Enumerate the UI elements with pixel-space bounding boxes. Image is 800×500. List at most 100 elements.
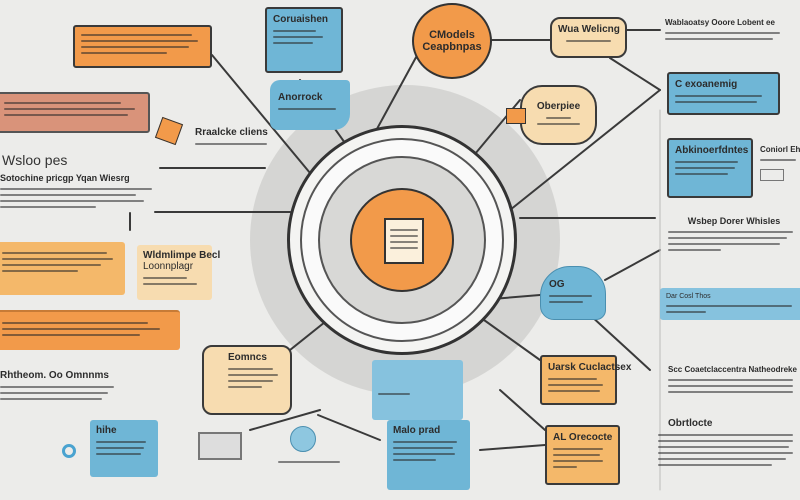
blue-cloud[interactable]: OG [540,266,606,320]
text-line [548,378,597,380]
band-title: Dar Cosl Thos [666,293,711,300]
circle-line2: Ceapbnpas [422,41,482,53]
text-line [228,380,273,382]
hexagon-node[interactable]: Oberpiee [520,85,597,145]
note-title: hihe [96,425,117,436]
text-line [549,295,593,297]
text-line [0,206,96,208]
circle-line1: CModels [429,29,475,41]
blue-band-right[interactable]: Dar Cosl Thos [660,288,800,320]
text-line [658,434,793,436]
text-line [668,243,781,245]
text-line [553,466,577,468]
document-icon [384,218,424,264]
text-line [665,32,780,34]
note-title: Abkinoerfdntes [675,145,749,156]
text-line [0,188,152,190]
text-line [0,194,136,196]
connector [604,249,661,281]
text-line [658,452,793,454]
beige-speech-bubble[interactable]: Eomncs [202,345,292,415]
blue-speech-bubble[interactable]: Anorrock [270,80,350,130]
label-text: Rraalcke cliens [195,127,268,138]
text-line [675,101,758,103]
text-line [278,461,340,463]
note-title: C exoanemig [675,79,738,90]
text-line [2,328,161,330]
text-line [760,159,796,161]
text-line [390,235,418,237]
text-line [668,391,794,393]
ring-icon [62,444,76,458]
note-subtitle: Loonnplagr [143,261,194,272]
text-line [2,264,102,266]
orange-note-right-1[interactable]: Uarsk Cuclactsex [540,355,631,405]
note-title: AL Orecocte [553,432,613,443]
text-line [390,247,418,249]
connector [479,444,546,451]
blue-note-bottom-left[interactable]: hihe [90,420,158,477]
salmon-note-left[interactable] [0,92,150,133]
text-line [81,46,190,48]
text-line [228,368,273,370]
text-line [81,40,198,42]
orange-note-left[interactable] [0,242,125,295]
text-line [658,458,786,460]
text-line [675,161,738,163]
text-line [143,283,197,285]
text-block-top-right: Wablaoatsy Ooore Lobent ee [665,18,800,40]
text-block-left: Sotochine pricgp Yqan Wiesrg [0,173,160,208]
blue-note-bottom-center[interactable]: Malo prad [387,420,470,490]
orange-bar-left[interactable] [0,310,180,350]
text-line [4,102,122,104]
orange-note-top-left[interactable] [73,25,212,68]
text-line [273,30,317,32]
text-line [143,277,188,279]
text-line [228,386,262,388]
text-line [553,460,604,462]
text-line [537,123,580,125]
text-line [668,385,794,387]
beige-note-top-right[interactable]: Wua Welicng [550,17,627,58]
text-line [553,454,601,456]
text-line [278,108,336,110]
connector [317,414,381,441]
text-line [546,117,571,119]
text-line [228,374,279,376]
text-line [273,36,323,38]
label-text: Coniorl Ehc [760,145,800,154]
text-line [393,441,457,443]
orange-note-right-2[interactable]: AL Orecocte [545,425,620,485]
blue-note-bottom-center-back[interactable] [372,360,463,420]
blue-note-top[interactable]: Coruaishen [265,7,343,73]
text-line [2,334,140,336]
text-line [675,173,728,175]
text-line [0,398,102,400]
connector [211,54,321,186]
blue-note-right-1[interactable]: C exoanemig [667,72,780,115]
label-kaclc: Rraalcke cliens [195,127,268,145]
text-line [378,393,410,395]
models-circle[interactable]: CModels Ceapbnpas [412,3,492,79]
connector [609,57,661,91]
text-line [666,305,793,307]
text-line [665,38,773,40]
text-line [96,453,141,455]
text-line [675,95,763,97]
bubble-title: Eomncs [228,352,267,363]
text-line [548,390,600,392]
text-line [658,440,793,442]
label-text: Scc Coaetclaccentra Natheodreke [668,365,797,374]
text-line [81,52,168,54]
text-line [2,322,149,324]
text-line [393,459,436,461]
text-line [0,386,114,388]
text-line [666,311,706,313]
text-line [393,453,456,455]
text-line [195,143,267,145]
connector [499,389,546,431]
text-line [81,34,192,36]
beige-note-left[interactable]: Wldmlimpe Becl Loonnplagr [137,245,220,300]
label-text: Sotochine pricgp Yqan Wiesrg [0,173,130,183]
blue-note-right-2[interactable]: Abkinoerfdntes [667,138,753,198]
